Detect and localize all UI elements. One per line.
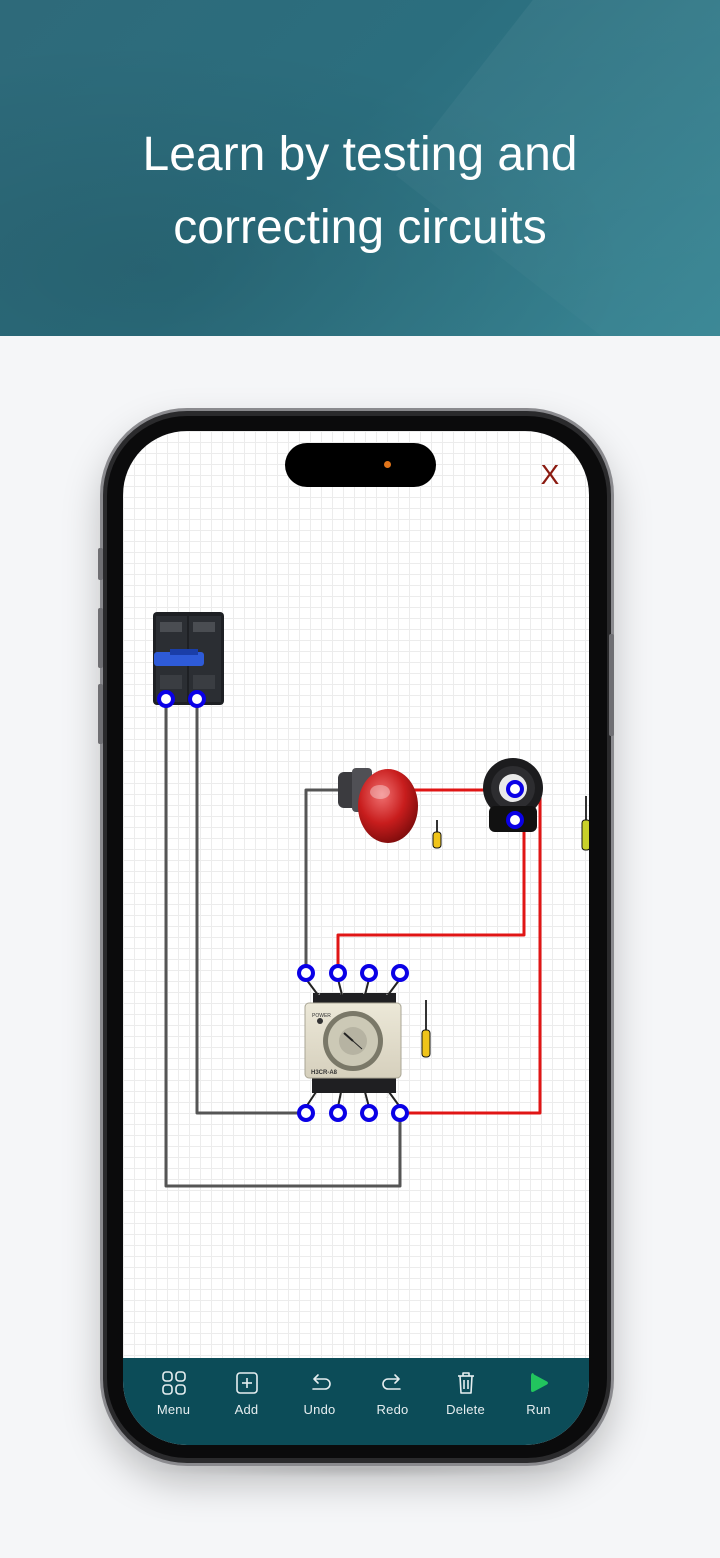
relay-bottom-pin-label: 1	[363, 1094, 367, 1100]
terminal-pushbutton-bottom[interactable]	[506, 811, 524, 829]
add-button[interactable]: Add	[216, 1370, 278, 1417]
wire-breaker-left-to-relay-pin2	[164, 699, 402, 1188]
redo-arrow-icon	[381, 1374, 401, 1390]
terminal-relay-pin7[interactable]	[297, 1104, 315, 1122]
terminal-breaker-left[interactable]	[157, 690, 175, 708]
trash-icon	[457, 1372, 474, 1394]
menu-label: Menu	[156, 1402, 191, 1417]
terminal-relay-pin2[interactable]	[391, 1104, 409, 1122]
terminal-relay-pin4[interactable]	[360, 964, 378, 982]
delete-label: Delete	[446, 1402, 485, 1417]
add-label: Add	[234, 1402, 259, 1417]
circuit-breaker[interactable]	[153, 612, 224, 705]
circuit-canvas[interactable]	[123, 431, 589, 1445]
bottom-toolbar: Menu Add Undo Redo	[123, 1358, 589, 1445]
undo-label: Undo	[303, 1402, 336, 1417]
phone-action-button	[98, 548, 103, 580]
plus-square-icon	[235, 1372, 258, 1394]
camera-indicator-dot	[384, 461, 391, 468]
screwdriver-icon[interactable]	[421, 1000, 431, 1058]
terminal-relay-pin6[interactable]	[329, 964, 347, 982]
relay-bottom-pin-label: 2	[386, 1094, 390, 1100]
run-button[interactable]: Run	[508, 1370, 570, 1417]
phone-volume-down-button	[98, 684, 103, 744]
relay-model-label: H3CR-A8	[311, 1070, 338, 1076]
screwdriver-icon[interactable]	[432, 820, 442, 849]
play-icon	[530, 1373, 548, 1392]
terminal-pushbutton-top[interactable]	[506, 780, 524, 798]
dynamic-island	[285, 443, 436, 487]
phone-power-button	[609, 634, 614, 736]
wire-lamp-to-pushbutton	[400, 788, 542, 1115]
promo-headline: Learn by testing and correcting circuits	[142, 128, 578, 254]
wire-breaker-right-to-relay-pin7	[195, 699, 306, 1115]
red-pilot-lamp[interactable]	[338, 768, 418, 843]
terminal-relay-pin3[interactable]	[391, 964, 409, 982]
redo-button[interactable]: Redo	[362, 1370, 424, 1417]
promo-banner: Learn by testing and correcting circuits	[0, 0, 720, 336]
wire-relay-pin5-to-pilot-lamp	[304, 788, 360, 973]
relay-top-pin-label: 5	[317, 991, 321, 997]
phone-volume-up-button	[98, 608, 103, 668]
undo-arrow-icon	[311, 1374, 331, 1390]
close-button[interactable]: X	[540, 459, 560, 490]
relay-bottom-pin-label: 7	[314, 1094, 318, 1100]
phone-shadow	[140, 1460, 580, 1478]
terminal-relay-pin8[interactable]	[329, 1104, 347, 1122]
terminal-relay-pin1[interactable]	[360, 1104, 378, 1122]
redo-label: Redo	[376, 1402, 409, 1417]
menu-button[interactable]: Menu	[143, 1370, 205, 1417]
terminal-breaker-right[interactable]	[188, 690, 206, 708]
terminal-relay-pin5[interactable]	[297, 964, 315, 982]
grid-icon	[161, 1371, 186, 1395]
relay-power-label: POWER	[312, 1013, 331, 1019]
run-label: Run	[526, 1402, 551, 1417]
screwdriver-icon[interactable]	[581, 796, 590, 851]
timer-relay[interactable]: POWER H3CR-A8 5 6 4 3 7 8 1 2	[304, 978, 402, 1108]
undo-button[interactable]: Undo	[289, 1370, 351, 1417]
delete-button[interactable]: Delete	[435, 1370, 497, 1417]
